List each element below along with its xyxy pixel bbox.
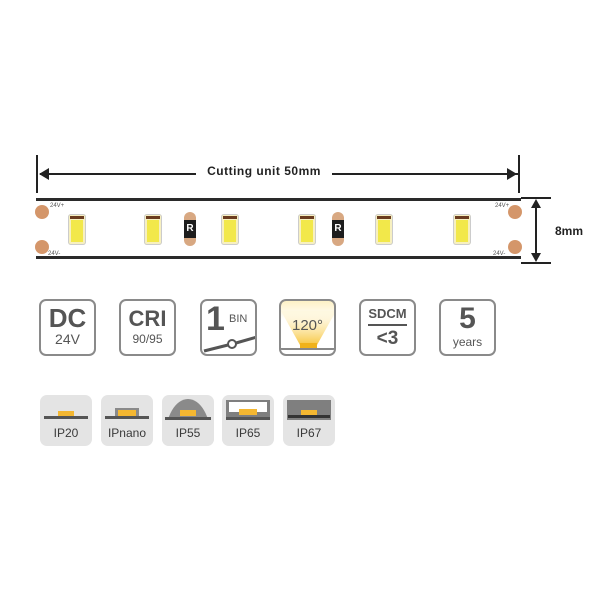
cut-mark-right	[518, 155, 520, 193]
led-chip	[452, 212, 472, 245]
width-dimension-line	[535, 203, 537, 259]
sdcm-divider	[368, 324, 407, 326]
led-chip	[67, 212, 87, 245]
solder-pad-bottom-right	[508, 240, 522, 254]
width-label: 8mm	[555, 224, 584, 238]
led-chip	[143, 212, 163, 245]
solder-pad-bottom-left	[35, 240, 49, 254]
ip20-icon: IP20	[40, 395, 92, 446]
dc-voltage-icon: DC 24V	[39, 299, 96, 356]
polarity-label: 24V-	[48, 251, 61, 257]
sdcm-icon: SDCM <3	[359, 299, 416, 356]
led-chip	[297, 212, 317, 245]
led-strip	[36, 198, 521, 259]
cri-icon: CRI 90/95	[119, 299, 176, 356]
beam-angle-icon: 120°	[279, 299, 336, 356]
polarity-label: 24V-	[493, 251, 506, 257]
solder-pad-top-left	[35, 205, 49, 219]
warranty-icon: 5 years	[439, 299, 496, 356]
led-chip	[220, 212, 240, 245]
bin-switch-icon	[203, 336, 255, 353]
cutting-unit-label: Cutting unit 50mm	[196, 164, 332, 178]
ip55-icon: IP55	[162, 395, 214, 446]
ip65-icon: IP65	[222, 395, 274, 446]
light-beam-icon	[281, 311, 334, 350]
one-bin-icon: 1 BIN	[200, 299, 257, 356]
arrow-left-icon	[39, 168, 49, 180]
polarity-label: 24V+	[495, 203, 510, 209]
arrow-down-icon	[531, 253, 541, 262]
ip67-icon: IP67	[283, 395, 335, 446]
arrow-up-icon	[531, 199, 541, 208]
polarity-label: 24V+	[50, 203, 65, 209]
width-mark-top	[521, 197, 551, 199]
cut-mark-left	[36, 155, 38, 193]
resistor: R	[184, 212, 196, 246]
ipnano-icon: IPnano	[101, 395, 153, 446]
resistor: R	[332, 212, 344, 246]
arrow-right-icon	[507, 168, 517, 180]
solder-pad-top-right	[508, 205, 522, 219]
width-mark-bottom	[521, 262, 551, 264]
led-chip	[374, 212, 394, 245]
